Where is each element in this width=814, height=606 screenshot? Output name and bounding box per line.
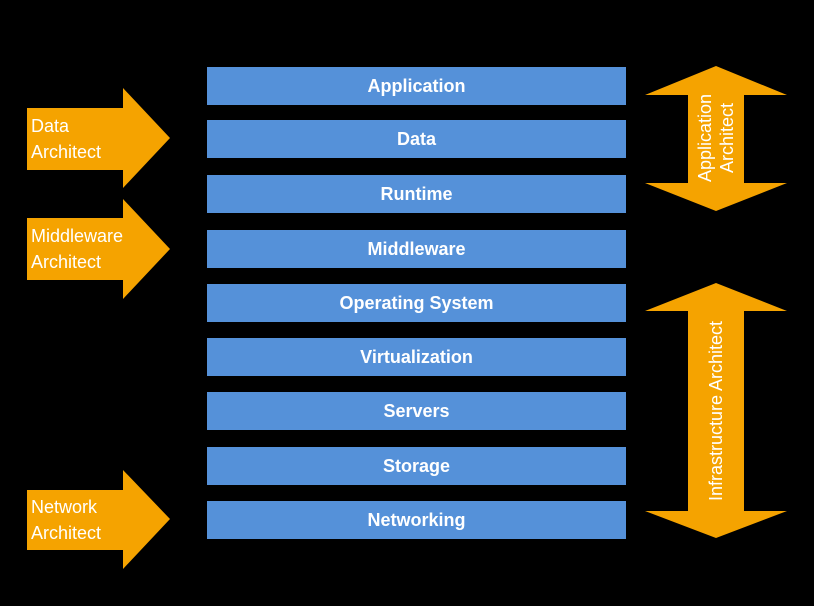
layer-label: Networking — [367, 509, 466, 530]
layer-label: Servers — [383, 400, 450, 421]
layer-label: Runtime — [380, 183, 453, 204]
layer-virtualization: Virtualization — [207, 338, 626, 376]
layer-application: Application — [207, 67, 626, 105]
layer-middleware: Middleware — [207, 230, 626, 268]
layer-label: Virtualization — [360, 346, 473, 367]
layer-label: Storage — [382, 455, 451, 476]
layer-label: Operating System — [339, 292, 494, 313]
layer-operating-system: Operating System — [207, 284, 626, 322]
infrastructure-architect-label: Infrastructure Architect — [706, 320, 726, 502]
layer-label: Middleware — [367, 238, 466, 259]
network-architect-arrow-shape — [27, 470, 170, 569]
network-architect-label: Network Architect — [31, 497, 102, 543]
middleware-architect-label: Middleware Architect — [31, 226, 124, 272]
application-architect-label: Application Architect — [695, 93, 737, 183]
layer-data: Data — [207, 120, 626, 158]
layer-servers: Servers — [207, 392, 626, 430]
data-architect-arrow-shape — [27, 88, 170, 188]
layer-storage: Storage — [207, 447, 626, 485]
middleware-architect-arrow-shape — [27, 199, 170, 299]
layer-runtime: Runtime — [207, 175, 626, 213]
layer-networking: Networking — [207, 501, 626, 539]
layer-label: Application — [367, 75, 466, 96]
layer-label: Data — [396, 128, 436, 149]
application-architect-arrow-shape — [645, 66, 787, 211]
data-architect-label: Data Architect — [31, 116, 102, 162]
infrastructure-architect-arrow-shape — [645, 283, 787, 538]
